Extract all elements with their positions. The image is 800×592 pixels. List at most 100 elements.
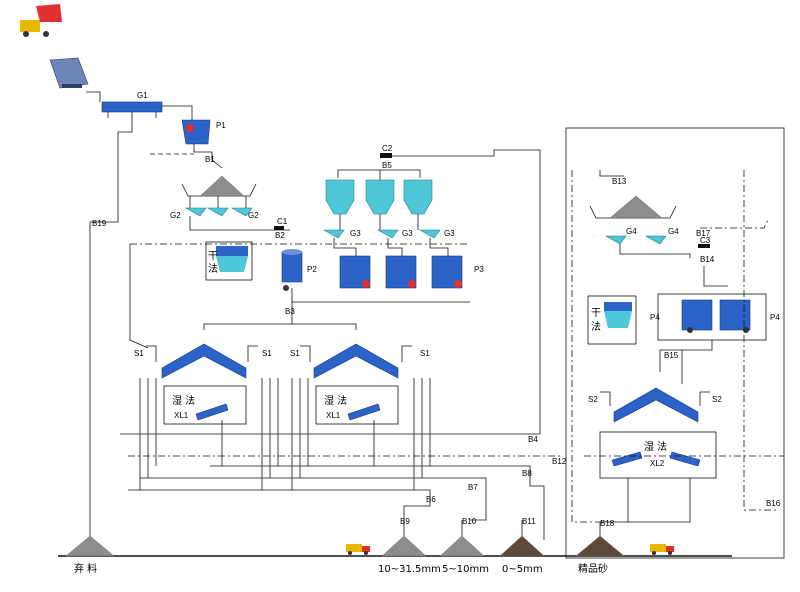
sand-washer-xl1-right (347, 403, 381, 421)
feeders-g3 (322, 229, 441, 239)
line (429, 238, 449, 256)
line (600, 391, 611, 406)
line (89, 216, 119, 536)
label-c2: C2 (382, 144, 393, 153)
line (619, 244, 691, 258)
line (146, 345, 157, 362)
fine-sand-section-box (565, 127, 785, 559)
line (203, 323, 357, 330)
label-wet-a: 湿 法 (172, 394, 195, 407)
line-b16 (743, 170, 776, 511)
pile-10-31 (381, 535, 427, 557)
label-dry-1: 干 (208, 251, 218, 262)
label-xl2: XL2 (650, 459, 665, 468)
label-c3: C3 (700, 236, 711, 245)
pile-fine-sand (575, 535, 625, 557)
sand-washer-xl1-left (195, 403, 229, 421)
line (86, 91, 101, 102)
line (703, 266, 728, 287)
truck-icon-2 (650, 544, 674, 555)
dust-collector-icon (216, 246, 248, 272)
label-b7: B7 (468, 483, 478, 492)
label-b3: B3 (285, 307, 295, 316)
belt-scale-c1 (274, 226, 284, 230)
line (596, 478, 691, 523)
line (571, 170, 596, 523)
label-b1: B1 (205, 155, 215, 164)
label-b4: B4 (528, 435, 538, 444)
label-g4a: G4 (626, 227, 637, 236)
label-p1: P1 (216, 121, 226, 130)
label-g1: G1 (137, 91, 148, 100)
dry-dust-collector-box (205, 241, 253, 281)
label-b14: B14 (700, 255, 715, 264)
surge-bins (325, 179, 433, 215)
line (700, 219, 769, 229)
label-p2: P2 (307, 265, 317, 274)
belt-scale-c2 (380, 153, 392, 158)
label-s1a: S1 (134, 349, 144, 358)
label-b12: B12 (552, 457, 567, 466)
dump-truck-icon (20, 4, 62, 37)
label-b15: B15 (664, 351, 679, 360)
vibrating-screen-s1-right (313, 343, 399, 379)
product-fine-sand: 精品砂 (578, 562, 608, 575)
line (699, 391, 710, 406)
vibrating-feeder-g2 (184, 207, 253, 217)
line (392, 149, 541, 434)
label-p4a: P4 (650, 313, 660, 322)
label-g2a: G2 (170, 211, 181, 220)
label-s1c: S1 (290, 349, 300, 358)
line (333, 238, 357, 256)
label-b10: B10 (462, 517, 477, 526)
feeders-g4 (604, 235, 667, 245)
vibrating-screen-s2 (613, 387, 699, 423)
sand-makers-p4 (681, 299, 751, 333)
label-b6: B6 (426, 495, 436, 504)
label-wet-b: 湿 法 (324, 394, 347, 407)
label-xl1a: XL1 (174, 411, 189, 420)
line-b6 (128, 489, 431, 520)
line-b8 (210, 465, 545, 540)
vibrating-screen-s1-left (161, 343, 247, 379)
wet-process-box-2 (599, 431, 717, 479)
dust-collector-icon-2 (604, 302, 632, 328)
line-b7 (140, 477, 487, 521)
label-g3b: G3 (402, 229, 413, 238)
line (300, 345, 311, 362)
label-b17: B17 (696, 229, 711, 238)
pile-waste (65, 535, 115, 557)
stockpile-bin-1 (181, 175, 257, 197)
label-s2b: S2 (712, 395, 722, 404)
line (291, 288, 470, 303)
label-g3c: G3 (444, 229, 455, 238)
label-b18: B18 (600, 519, 615, 528)
product-5-10mm: 5~10mm (442, 564, 489, 575)
label-dry-1-b: 干 (591, 308, 601, 319)
pile-0-5 (499, 535, 545, 557)
feed-hopper-icon (49, 57, 89, 89)
line (193, 144, 223, 169)
label-c1: C1 (277, 217, 288, 226)
line (599, 170, 624, 177)
label-g4b: G4 (668, 227, 679, 236)
label-b16: B16 (766, 499, 781, 508)
label-b9: B9 (400, 517, 410, 526)
label-xl1b: XL1 (326, 411, 341, 420)
label-s1b: S1 (262, 349, 272, 358)
line (162, 105, 193, 120)
label-b11: B11 (522, 517, 536, 526)
label-wet-c: 湿 法 (644, 440, 667, 453)
label-s1d: S1 (420, 349, 430, 358)
label-p4b: P4 (770, 313, 780, 322)
line (189, 216, 290, 231)
line (401, 345, 412, 362)
belt-scale-c3 (698, 244, 710, 248)
line (129, 244, 149, 349)
jaw-crusher-p1 (181, 119, 211, 145)
label-p3: P3 (474, 265, 484, 274)
cone-crushers-p3 (339, 255, 463, 289)
product-0-5mm: 0~5mm (502, 564, 543, 575)
line (247, 345, 258, 362)
